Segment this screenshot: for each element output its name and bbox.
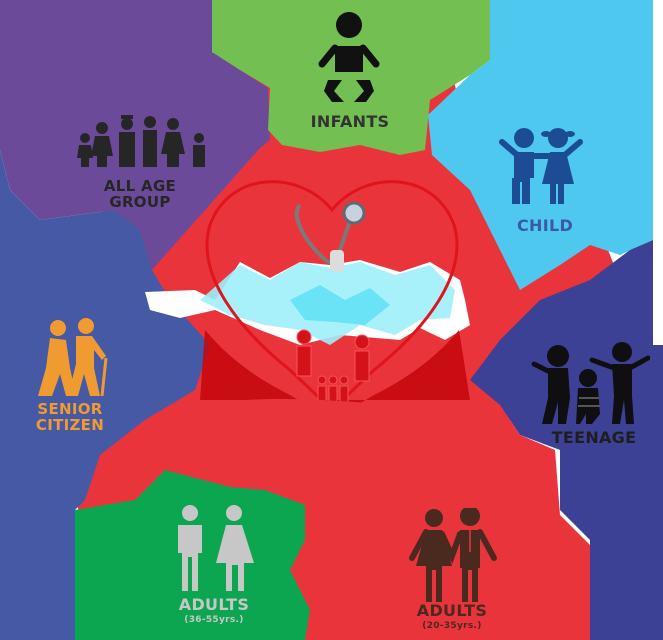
teenage-label: TEENAGE [551,428,637,447]
senior-label-line2: CITIZEN [35,415,105,434]
all-age-label: ALL AGE GROUP [95,177,185,211]
segment-infants-bg [212,0,490,155]
ecg-cyan-center [290,285,390,325]
all-age-label-line2: GROUP [109,192,171,211]
elderly-couple-icon [38,318,108,397]
center-banner [200,398,440,430]
adults-mid-age-range: (36-55yrs.) [184,615,244,625]
senior-label-line1: SENIOR [37,400,103,418]
adults-young-title: ADULTS [416,601,488,620]
adults-mid-title: ADULTS [178,595,250,614]
couple-icon [409,508,497,602]
stethoscope-chestpiece [342,201,366,225]
children-icon [499,128,583,204]
child-label: CHILD [516,216,574,235]
segment-teenage-bg [470,240,663,640]
stethoscope-earpiece [330,250,344,272]
all-age-label-line1: ALL AGE [103,177,177,195]
man-woman-icon [178,505,254,591]
segment-child-bg [428,0,653,290]
adults-young-label: ADULTS (20-35yrs.) [410,603,494,631]
adults-young-age-range: (20-35yrs.) [422,621,482,631]
senior-label: SENIOR CITIZEN [24,400,116,434]
adults-mid-label: ADULTS (36-55yrs.) [166,597,262,625]
teenagers-icon [531,342,650,424]
infants-label: INFANTS [310,112,390,131]
heart-lower-fill [200,330,470,420]
family-icon [77,115,205,167]
heart-family-figures [296,329,370,403]
baby-icon [318,12,380,102]
segment-adults-young-bg [320,385,590,640]
segment-senior-bg [0,150,210,640]
